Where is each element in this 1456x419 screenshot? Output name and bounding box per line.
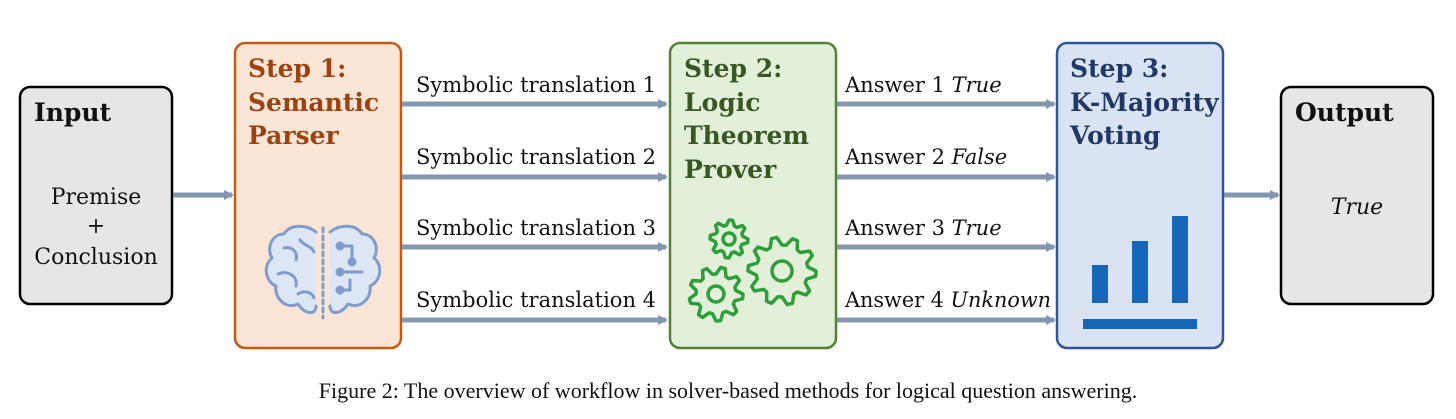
bar-tall — [1172, 216, 1188, 303]
brain-circuit-icon — [264, 224, 382, 320]
answer-1-value: True — [952, 73, 1002, 97]
gear-medium-hole — [706, 284, 726, 304]
answer-4-label: Answer 4 — [844, 288, 950, 312]
translation-label-1: Symbolic translation 1 — [416, 73, 656, 97]
step2-box: Step 2: Logic Theorem Prover — [668, 41, 838, 350]
answer-4-value: Unknown — [950, 288, 1051, 312]
answer-2: Answer 2 False — [844, 145, 1007, 169]
step2-label: Step 2: — [684, 54, 782, 83]
gear-large-hole — [770, 259, 794, 283]
figure-caption: Figure 2: The overview of workflow in so… — [319, 378, 1137, 403]
step1-label: Step 1: — [248, 54, 346, 83]
step3-title-line1: K-Majority — [1070, 88, 1220, 117]
bar-medium — [1132, 241, 1148, 303]
translation-label-2: Symbolic translation 2 — [416, 145, 656, 169]
answer-3-label: Answer 3 — [844, 216, 952, 240]
gear-medium — [687, 265, 745, 323]
output-title: Output — [1295, 98, 1394, 127]
output-box: Output True — [1279, 85, 1435, 306]
step2-title-line2: Theorem — [684, 121, 809, 150]
step1-title-line2: Parser — [248, 121, 339, 150]
step2-title-line1: Logic — [684, 88, 760, 117]
bar-chart-icon — [1083, 216, 1197, 329]
bar-short — [1092, 265, 1108, 303]
answer-2-label: Answer 2 — [844, 145, 952, 169]
input-premise: Premise — [51, 185, 142, 210]
step1-title-line1: Semantic — [248, 88, 379, 117]
answer-2-value: False — [951, 145, 1008, 169]
step3-title-line2: Voting — [1069, 121, 1160, 150]
translation-arrows: Symbolic translation 1 Symbolic translat… — [402, 73, 668, 325]
gear-large — [746, 235, 818, 307]
answer-1: Answer 1 True — [844, 73, 1002, 97]
output-value: True — [1331, 195, 1383, 220]
translation-label-3: Symbolic translation 3 — [416, 216, 656, 240]
gears-icon — [687, 218, 818, 323]
answer-4: Answer 4 Unknown — [844, 288, 1051, 312]
answer-3: Answer 3 True — [844, 216, 1002, 240]
gear-small-hole — [721, 231, 737, 247]
bar-baseline — [1083, 319, 1197, 329]
answer-1-label: Answer 1 — [844, 73, 952, 97]
gear-small — [708, 218, 750, 260]
input-title: Input — [34, 98, 112, 127]
input-plus: + — [87, 214, 105, 239]
answer-arrows: Answer 1 True Answer 2 False Answer 3 Tr… — [837, 73, 1056, 325]
step3-box: Step 3: K-Majority Voting — [1055, 41, 1225, 350]
step3-label: Step 3: — [1070, 54, 1168, 83]
input-conclusion: Conclusion — [34, 245, 158, 270]
step2-title-line3: Prover — [684, 155, 777, 184]
answer-3-value: True — [952, 216, 1002, 240]
step1-box: Step 1: Semantic Parser — [233, 41, 403, 350]
input-box: Input Premise + Conclusion — [18, 85, 174, 306]
translation-label-4: Symbolic translation 4 — [416, 288, 656, 312]
